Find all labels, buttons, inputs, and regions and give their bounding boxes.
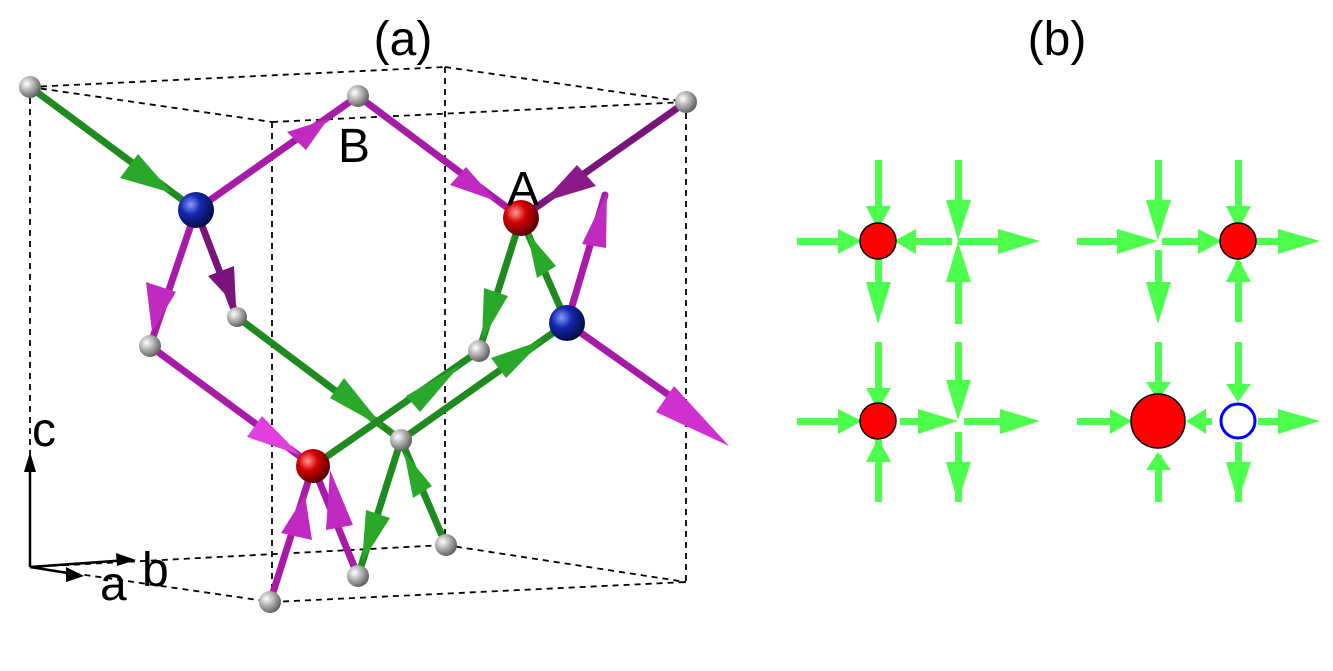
spin-pattern-grid — [797, 160, 1320, 502]
panel-b-sites — [859, 222, 1257, 449]
axis-a-arrow — [66, 567, 84, 582]
red-atom — [503, 200, 539, 236]
arrow-head — [582, 192, 607, 248]
gray-atom — [347, 565, 369, 587]
open-blue-site — [1219, 402, 1257, 440]
site-label-b: B — [338, 120, 370, 173]
gray-atom — [347, 85, 369, 107]
magenta-arrows — [146, 92, 729, 606]
arrow-head — [362, 510, 390, 562]
panel-b: (b) — [797, 13, 1320, 502]
arrow-head — [450, 167, 496, 201]
spin-arrows — [26, 83, 729, 606]
blue-atom — [549, 305, 585, 341]
gray-atom — [19, 76, 41, 98]
site-label-a: A — [507, 163, 539, 216]
arrow-head — [326, 470, 353, 530]
atoms — [19, 76, 697, 613]
gray-atom — [227, 307, 247, 327]
red-site — [859, 222, 897, 260]
arrow-head — [527, 232, 556, 278]
gray-atom — [139, 335, 161, 357]
gray-atom — [435, 534, 457, 556]
arrow-head — [491, 340, 543, 378]
gray-atom — [390, 429, 412, 451]
large-red-site — [1130, 393, 1186, 449]
arrow-head — [247, 416, 300, 455]
axes-indicator: c b a — [24, 404, 169, 611]
panel-b-label: (b) — [1028, 13, 1087, 66]
arrow-head — [146, 282, 176, 332]
arrow-head — [482, 288, 508, 340]
gray-atom — [468, 340, 490, 362]
panel-a: (a) — [19, 13, 729, 613]
arrow-head — [406, 364, 461, 412]
arrow-head — [656, 386, 729, 446]
axis-c-arrow — [24, 452, 36, 472]
axis-a-label: a — [100, 558, 127, 611]
green-arrows — [26, 83, 571, 580]
arrow-head — [330, 378, 384, 428]
arrow-head — [208, 266, 236, 306]
arrow-shaft — [875, 160, 882, 220]
gray-atom — [259, 591, 281, 613]
arrow-head — [287, 119, 328, 150]
axis-b-arrow — [116, 553, 136, 566]
axis-b-label: b — [142, 544, 169, 597]
panel-a-label: (a) — [374, 13, 433, 66]
arrow-head — [404, 452, 432, 498]
axis-c-label: c — [32, 404, 56, 457]
gray-atom — [675, 91, 697, 113]
red-site — [859, 402, 897, 440]
red-atom — [296, 449, 330, 483]
blue-atom — [178, 192, 214, 228]
red-site — [1219, 222, 1257, 260]
arrow-head — [120, 154, 172, 193]
arrow-head — [543, 165, 596, 202]
